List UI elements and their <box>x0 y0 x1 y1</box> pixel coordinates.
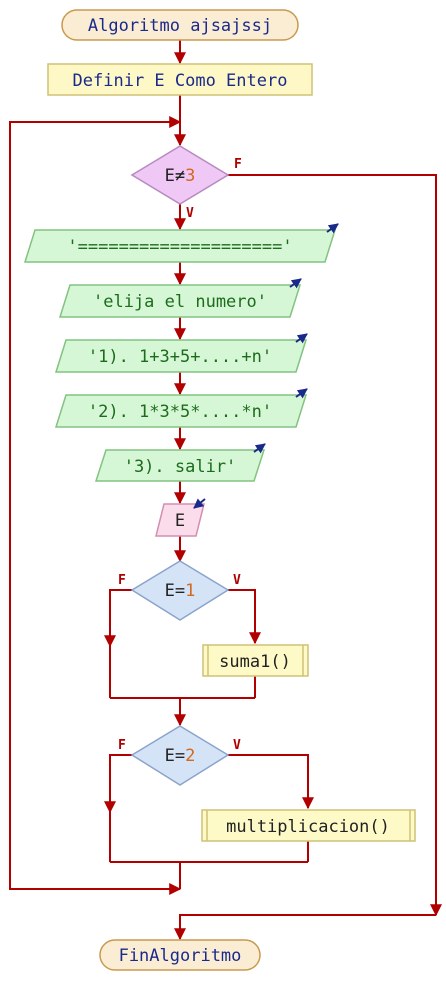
connectors <box>9 40 442 941</box>
edge-loop-exit <box>228 174 442 917</box>
output-1-shape <box>23 229 337 263</box>
call-multiplicacion: multiplicacion() <box>201 809 416 842</box>
output-4-label: '2). 1*3*5*....*n' <box>88 402 272 422</box>
call-multiplicacion-shape <box>201 809 416 842</box>
output-3-shape <box>54 339 308 373</box>
define-process-shape <box>47 63 313 96</box>
decision-2-false-flag: F <box>118 738 126 753</box>
output-2: 'elija el numero' <box>58 278 302 318</box>
call-multiplicacion-label: multiplicacion() <box>226 817 390 837</box>
decision-1-shape <box>130 560 230 621</box>
output-1-label: '====================' <box>67 237 292 257</box>
decision-2: E=2 F V <box>118 725 241 786</box>
decision-2-true-flag: V <box>233 738 241 753</box>
output-3-label: '1). 1+3+5+....+n' <box>88 347 272 367</box>
edge-decision-1-true <box>228 589 261 645</box>
decision-2-shape <box>130 725 230 786</box>
end-label: FinAlgoritmo <box>119 946 242 966</box>
output-1: '====================' <box>23 223 339 263</box>
call-suma1-shape <box>202 644 309 677</box>
edge-decision-2-false <box>109 754 133 862</box>
loop-true-flag: V <box>186 206 194 221</box>
decision-1-true-flag: V <box>233 573 241 588</box>
input-node-shape <box>155 503 205 537</box>
start-terminal-shape <box>61 9 299 41</box>
loop-condition: E≠3 <box>165 166 196 186</box>
output-4: '2). 1*3*5*....*n' <box>54 388 308 428</box>
output-5-label: '3). salir' <box>124 457 237 477</box>
output-arrow-icon <box>295 333 308 344</box>
edge-loop-back <box>9 116 182 895</box>
call-suma1: suma1() <box>202 644 309 677</box>
end-terminal: FinAlgoritmo <box>99 939 261 971</box>
loop-decision-shape <box>130 145 230 205</box>
start-label: Algoritmo ajsajssj <box>88 16 272 36</box>
output-arrow-icon <box>295 388 308 399</box>
edge-decision-2-true <box>228 754 314 810</box>
decision-1-false-flag: F <box>118 573 126 588</box>
decision-1-condition: E=1 <box>165 581 196 601</box>
loop-false-flag: F <box>234 157 242 172</box>
edge-to-end <box>174 914 436 941</box>
output-2-label: 'elija el numero' <box>93 292 267 312</box>
output-5-shape <box>94 449 266 482</box>
define-process: Definir E Como Entero <box>47 63 313 96</box>
decision-1: E=1 F V <box>118 560 241 621</box>
loop-decision: E≠3 F V <box>130 145 242 221</box>
input-arrow-icon <box>193 498 206 509</box>
start-terminal: Algoritmo ajsajssj <box>61 9 299 41</box>
edge-decision-1-false <box>109 589 133 698</box>
decision-2-condition: E=2 <box>165 746 196 766</box>
output-3: '1). 1+3+5+....+n' <box>54 333 308 373</box>
output-4-shape <box>54 394 308 428</box>
output-arrow-icon <box>289 278 302 289</box>
output-arrow-icon <box>326 223 339 234</box>
input-node: E <box>155 498 206 537</box>
call-suma1-label: suma1() <box>219 652 291 672</box>
output-arrow-icon <box>253 443 266 454</box>
input-label: E <box>175 511 185 531</box>
output-5: '3). salir' <box>94 443 266 482</box>
end-terminal-shape <box>99 939 261 971</box>
define-label: Definir E Como Entero <box>73 71 288 91</box>
output-2-shape <box>58 284 302 318</box>
